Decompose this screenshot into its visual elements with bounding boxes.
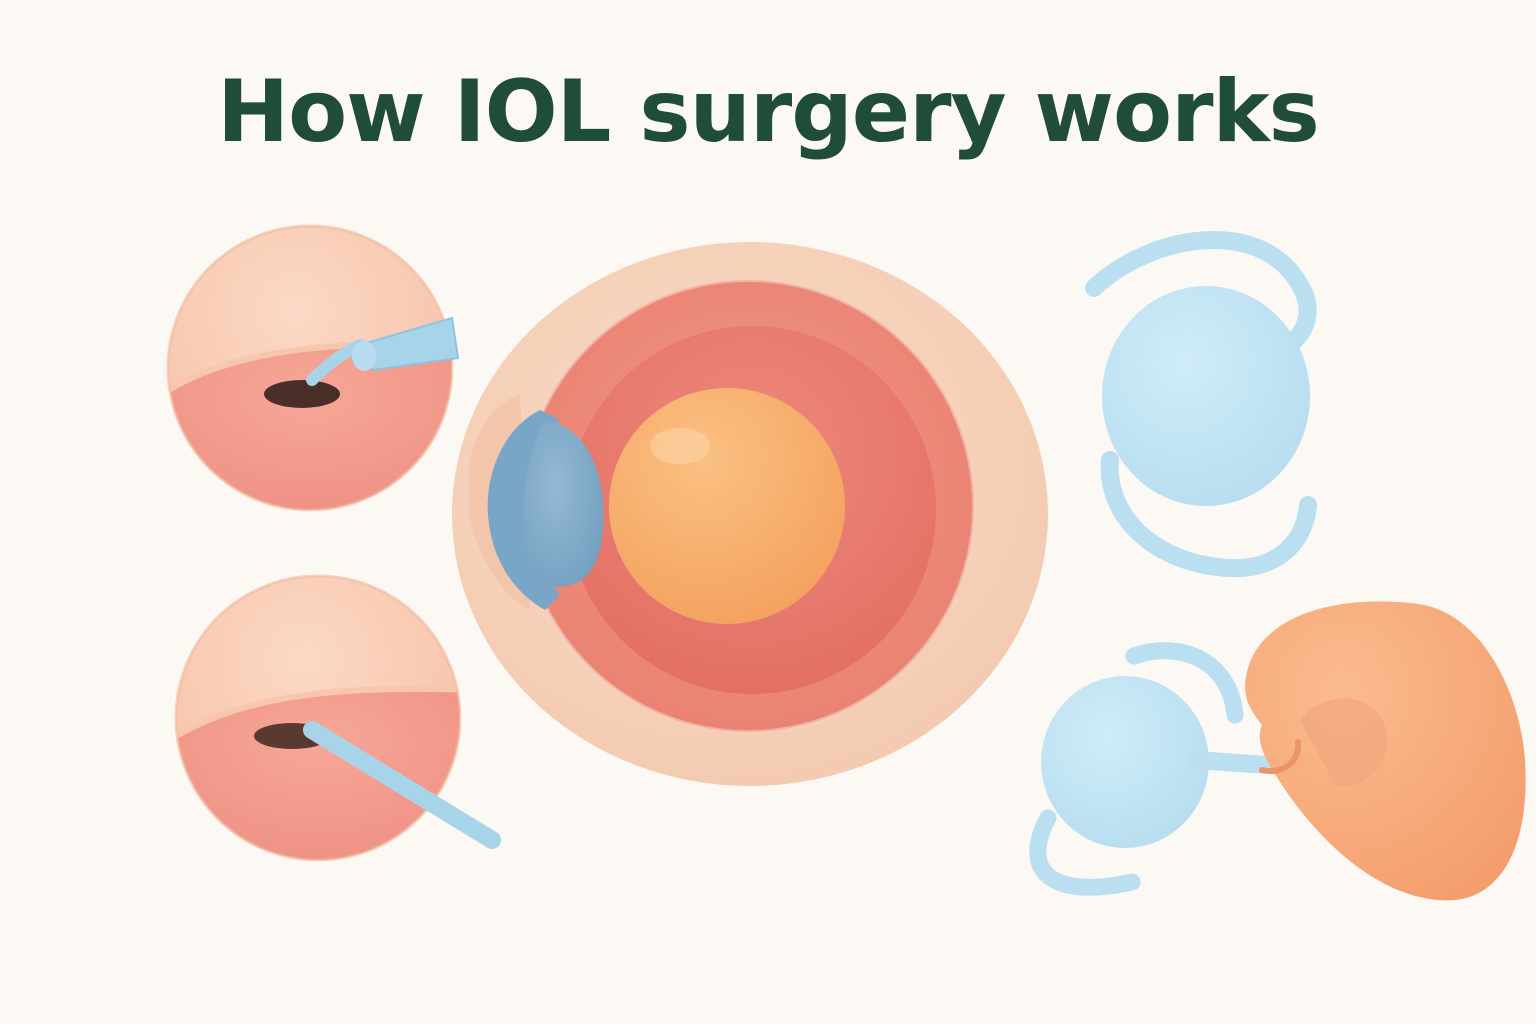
iol-insertion-icon <box>1029 601 1526 901</box>
incision-closeup-icon <box>166 224 460 512</box>
folded-haptic-bottom <box>1029 809 1141 896</box>
lens-removal-closeup-icon <box>174 574 501 862</box>
folded-optic <box>1041 676 1209 848</box>
intraocular-lens-icon <box>1085 231 1317 578</box>
natural-lens <box>609 388 845 624</box>
probe-instrument <box>303 721 501 849</box>
iol-optic <box>1102 286 1310 506</box>
folded-haptic-top <box>1125 642 1244 724</box>
iol-haptic-bottom <box>1100 451 1317 578</box>
cornea-and-iris <box>487 410 604 610</box>
iol-haptic-top <box>1085 231 1317 349</box>
page-title: How IOL surgery works <box>217 62 1320 162</box>
eye-cross-section-icon <box>452 242 1048 786</box>
incision-opening <box>264 380 340 408</box>
scalpel-instrument <box>306 316 460 386</box>
